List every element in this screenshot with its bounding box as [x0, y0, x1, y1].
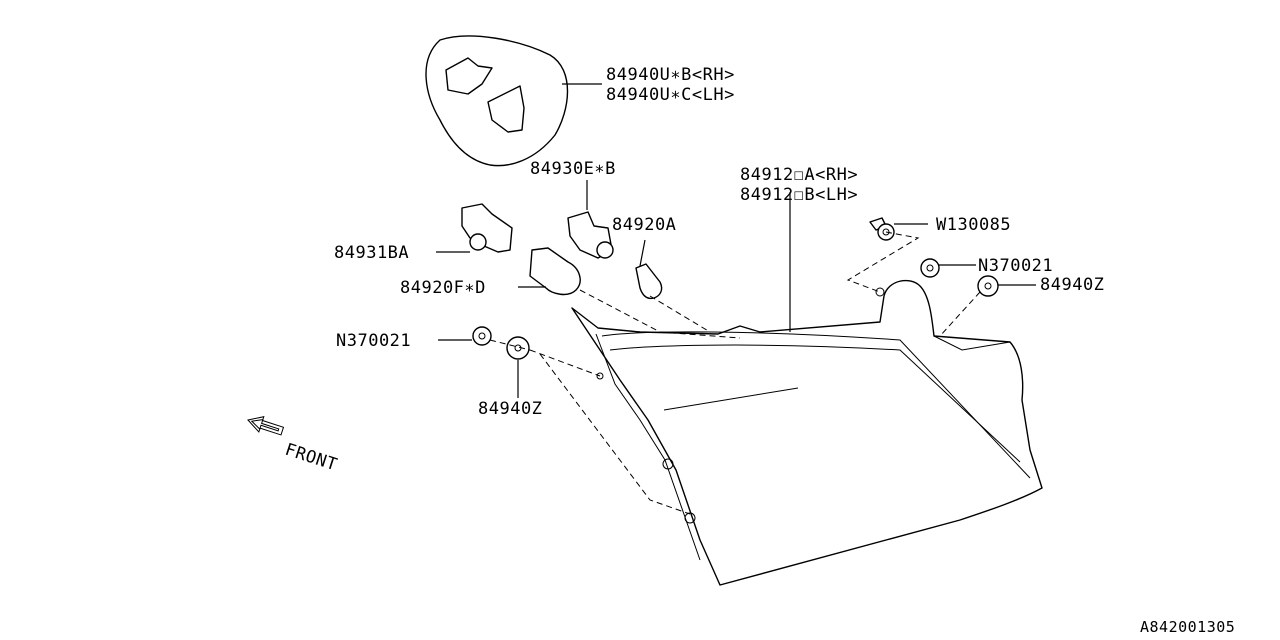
socket-84930e — [567, 211, 614, 259]
label-lamp-lh: 84912☐B<LH> — [740, 185, 858, 205]
label-front: FRONT — [282, 440, 339, 476]
label-bolt-w130085: W130085 — [936, 215, 1011, 235]
label-socket-84931ba: 84931BA — [334, 243, 409, 263]
grommet-right — [977, 275, 999, 297]
bulb-84920f — [529, 247, 581, 296]
label-cover-rh: 84940U∗B<RH> — [606, 65, 735, 85]
label-grommet-right: 84940Z — [1040, 275, 1104, 295]
label-nut-right: N370021 — [978, 256, 1053, 276]
grommet-left — [506, 336, 530, 360]
bolt-w130085 — [869, 217, 895, 241]
label-bulb-84920a: 84920A — [612, 215, 676, 235]
assembly-guide-lines — [489, 231, 981, 515]
label-cover-lh: 84940U∗C<LH> — [606, 85, 735, 105]
label-socket-84930e: 84930E∗B — [530, 159, 616, 179]
front-arrow — [247, 416, 285, 436]
nut-right — [920, 258, 940, 278]
rear-cover — [425, 35, 569, 167]
lamp-housing — [571, 279, 1043, 586]
bulb-84920a — [635, 263, 663, 300]
label-grommet-left: 84940Z — [478, 399, 542, 419]
socket-84931ba — [461, 203, 513, 253]
nut-left — [472, 326, 492, 346]
label-reference-code: A842001305 — [1140, 618, 1235, 636]
label-lamp-rh: 84912☐A<RH> — [740, 165, 858, 185]
label-bulb-84920f: 84920F∗D — [400, 278, 486, 298]
label-nut-left: N370021 — [336, 331, 411, 351]
